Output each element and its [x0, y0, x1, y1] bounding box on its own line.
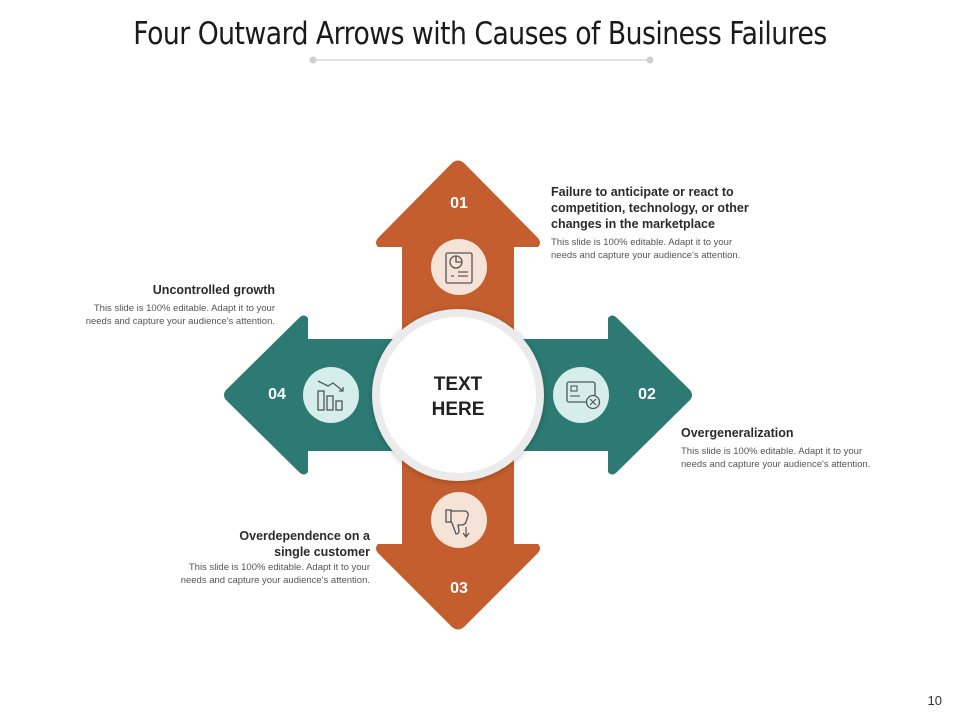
item-02-description: This slide is 100% editable. Adapt it to…: [681, 446, 871, 470]
thumbs-down-icon: [431, 492, 487, 548]
item-01-heading: Failure to anticipate or react to compet…: [551, 185, 749, 231]
item-02-text: Overgeneralization This slide is 100% ed…: [681, 425, 921, 471]
slide-title: Four Outward Arrows with Causes of Busin…: [133, 16, 827, 52]
item-01-text: Failure to anticipate or react to compet…: [551, 184, 791, 262]
item-03-description: This slide is 100% editable. Adapt it to…: [180, 562, 370, 586]
arrow-number-01: 01: [450, 195, 468, 212]
center-text: TEXT HERE: [431, 374, 485, 420]
item-03-heading: Overdependence on a single customer: [239, 529, 370, 559]
item-03-text: Overdependence on a single customer This…: [120, 528, 370, 587]
arrow-number-04: 04: [268, 386, 286, 403]
title-underline: [309, 56, 654, 64]
declining-chart-icon: [303, 367, 359, 423]
item-02-heading: Overgeneralization: [681, 426, 794, 440]
arrow-number-02: 02: [638, 386, 656, 403]
credit-card-cancel-icon: [553, 367, 609, 423]
item-01-description: This slide is 100% editable. Adapt it to…: [551, 237, 741, 261]
item-04-description: This slide is 100% editable. Adapt it to…: [85, 303, 275, 327]
arrow-number-03: 03: [450, 580, 468, 597]
document-chart-icon: [431, 239, 487, 295]
page-number: 10: [927, 693, 942, 708]
center-circle: [380, 317, 536, 473]
item-04-heading: Uncontrolled growth: [152, 283, 275, 297]
item-04-text: Uncontrolled growth This slide is 100% e…: [30, 282, 275, 328]
